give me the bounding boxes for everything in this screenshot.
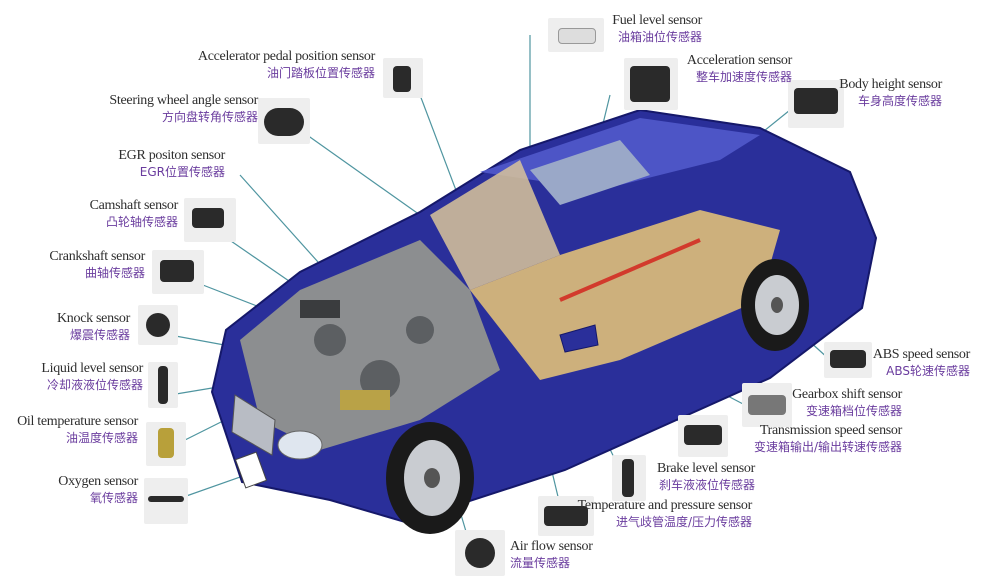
label-oil-temperature-sensor: Oil temperature sensor 油温度传感器 bbox=[17, 413, 138, 447]
label-body-height-sensor: Body height sensor 车身高度传感器 bbox=[839, 76, 942, 110]
label-brake-level-sensor: Brake level sensor 刹车液液位传感器 bbox=[657, 460, 755, 494]
label-transmission-speed-sensor: Transmission speed sensor 变速箱输出/输出转速传感器 bbox=[754, 422, 902, 456]
acceleration-sensor-image bbox=[624, 58, 678, 110]
label-en: ABS speed sensor bbox=[872, 347, 970, 362]
label-zh: 油温度传感器 bbox=[65, 431, 138, 445]
label-en: Liquid level sensor bbox=[41, 361, 143, 376]
interior bbox=[470, 210, 780, 380]
brake-level-sensor-image bbox=[612, 455, 646, 501]
abs-speed-sensor-image bbox=[824, 342, 872, 378]
fuel-level-sensor-image bbox=[548, 18, 604, 52]
label-zh: EGR位置传感器 bbox=[139, 165, 225, 179]
label-knock-sensor: Knock sensor 爆震传感器 bbox=[57, 310, 130, 344]
rear-wheel bbox=[741, 259, 809, 351]
transmission-speed-sensor-image bbox=[678, 415, 728, 457]
label-zh: 方向盘转角传感器 bbox=[161, 110, 258, 124]
body-height-sensor-image bbox=[788, 80, 844, 128]
accelerator-pedal-sensor-image bbox=[383, 58, 423, 98]
label-en: Accelerator pedal position sensor bbox=[197, 49, 375, 64]
label-zh: 油门踏板位置传感器 bbox=[266, 66, 375, 80]
label-en: Brake level sensor bbox=[656, 461, 755, 476]
label-zh: 冷却液液位传感器 bbox=[46, 378, 143, 392]
label-crankshaft-sensor: Crankshaft sensor 曲轴传感器 bbox=[49, 248, 145, 282]
license-plate bbox=[234, 451, 268, 489]
label-en: Steering wheel angle sensor bbox=[109, 93, 258, 108]
brake-line bbox=[559, 238, 701, 302]
label-zh: 变速箱输出/输出转速传感器 bbox=[753, 440, 902, 454]
label-steering-wheel-angle-sensor: Steering wheel angle sensor 方向盘转角传感器 bbox=[109, 92, 258, 126]
label-fuel-level-sensor: Fuel level sensor 油箱油位传感器 bbox=[612, 12, 702, 46]
label-zh: 车身高度传感器 bbox=[857, 94, 942, 108]
air-flow-sensor-image bbox=[455, 530, 505, 576]
label-en: Crankshaft sensor bbox=[49, 249, 145, 264]
oil-temperature-sensor-image bbox=[146, 422, 186, 466]
liquid-level-sensor-image bbox=[148, 362, 178, 408]
label-en: Camshaft sensor bbox=[89, 198, 179, 213]
label-zh: 曲轴传感器 bbox=[84, 266, 145, 280]
label-en: Gearbox shift sensor bbox=[792, 387, 902, 402]
label-en: Air flow sensor bbox=[510, 539, 593, 554]
label-zh: 整车加速度传感器 bbox=[695, 70, 792, 84]
label-en: Oxygen sensor bbox=[58, 474, 138, 489]
label-air-flow-sensor: Air flow sensor 流量传感器 bbox=[510, 538, 593, 572]
label-zh: 爆震传感器 bbox=[69, 328, 130, 342]
label-gearbox-shift-sensor: Gearbox shift sensor 变速箱档位传感器 bbox=[792, 386, 902, 420]
label-en: EGR positon sensor bbox=[118, 148, 225, 163]
label-zh: 进气歧管温度/压力传感器 bbox=[615, 515, 752, 529]
label-liquid-level-sensor: Liquid level sensor 冷却液液位传感器 bbox=[41, 360, 143, 394]
label-oxygen-sensor: Oxygen sensor 氧传感器 bbox=[58, 473, 138, 507]
label-zh: 氧传感器 bbox=[89, 491, 138, 505]
steering-angle-sensor-image bbox=[258, 98, 310, 144]
grille bbox=[231, 394, 276, 456]
oxygen-sensor-image bbox=[144, 478, 188, 524]
label-en: Transmission speed sensor bbox=[759, 423, 902, 438]
label-en: Acceleration sensor bbox=[686, 53, 792, 68]
label-acceleration-sensor: Acceleration sensor 整车加速度传感器 bbox=[687, 52, 792, 86]
label-temperature-pressure-sensor: Temperature and pressure sensor 进气歧管温度/压力… bbox=[577, 497, 753, 531]
windshield bbox=[430, 160, 560, 290]
label-en: Fuel level sensor bbox=[612, 13, 702, 28]
temperature-pressure-sensor-image bbox=[538, 496, 594, 536]
camshaft-sensor-image bbox=[184, 198, 236, 242]
gearbox-shift-sensor-image bbox=[742, 383, 792, 427]
label-zh: 凸轮轴传感器 bbox=[105, 215, 178, 229]
label-zh: 刹车液液位传感器 bbox=[658, 478, 755, 492]
label-zh: 变速箱档位传感器 bbox=[805, 404, 902, 418]
knock-sensor-image bbox=[138, 305, 178, 345]
sunroof bbox=[530, 140, 650, 205]
engine-parts bbox=[300, 300, 434, 410]
label-zh: ABS轮速传感器 bbox=[886, 364, 970, 378]
label-zh: 油箱油位传感器 bbox=[617, 30, 702, 44]
label-en: Temperature and pressure sensor bbox=[577, 498, 753, 513]
label-en: Oil temperature sensor bbox=[17, 414, 138, 429]
label-zh: 流量传感器 bbox=[510, 556, 571, 570]
front-wheel bbox=[386, 422, 474, 534]
label-camshaft-sensor: Camshaft sensor 凸轮轴传感器 bbox=[89, 197, 179, 231]
label-accelerator-pedal-sensor: Accelerator pedal position sensor 油门踏板位置传… bbox=[198, 48, 375, 82]
label-en: Body height sensor bbox=[839, 77, 942, 92]
headlight bbox=[277, 430, 323, 460]
crankshaft-sensor-image bbox=[152, 250, 204, 294]
label-en: Knock sensor bbox=[57, 311, 130, 326]
engine-bay bbox=[240, 240, 500, 450]
side-mirror bbox=[559, 324, 599, 353]
